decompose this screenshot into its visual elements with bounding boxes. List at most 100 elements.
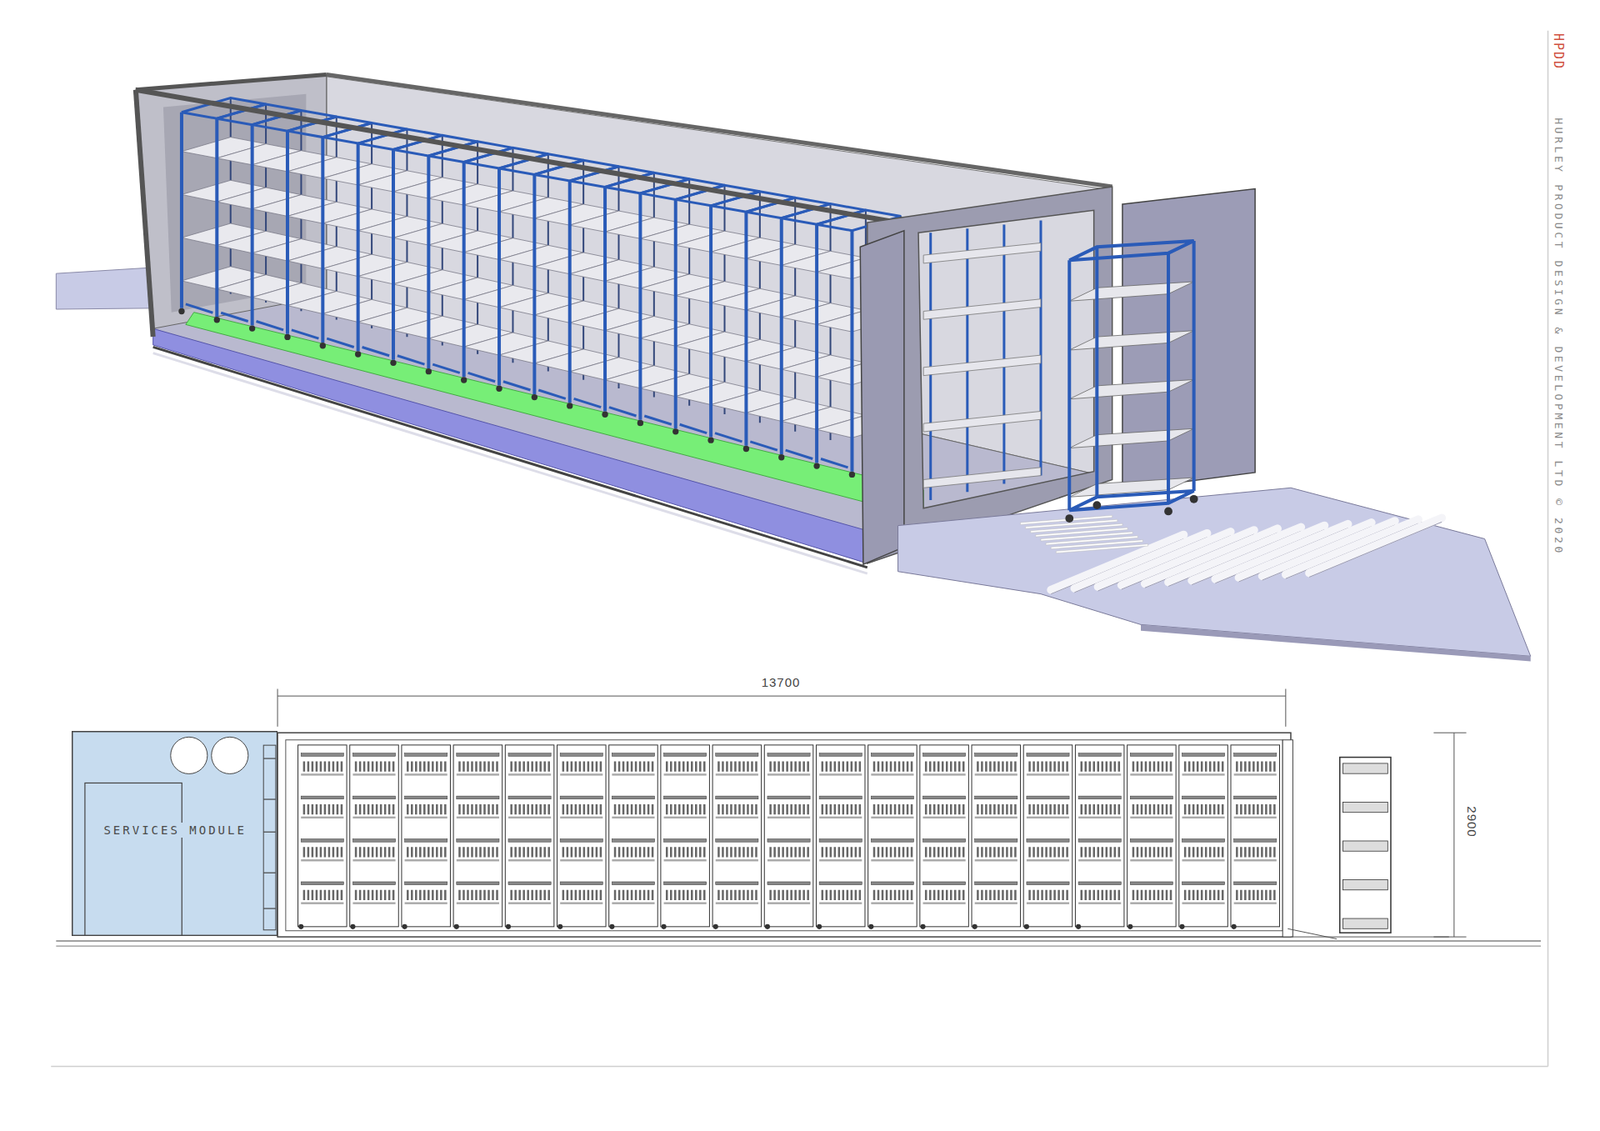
plant-row xyxy=(925,890,964,900)
tray xyxy=(819,816,862,819)
plant-row xyxy=(874,846,912,857)
shelf xyxy=(560,881,603,885)
plant-row xyxy=(1185,846,1223,857)
floor-walkway xyxy=(185,312,924,518)
trolley-tray xyxy=(1069,330,1194,350)
rack-column xyxy=(1075,745,1125,927)
rack-column xyxy=(660,745,710,927)
rack-post xyxy=(391,150,395,360)
trolley-shelf xyxy=(1342,801,1388,812)
service-port xyxy=(263,757,276,759)
plant-row xyxy=(615,760,653,771)
service-port xyxy=(263,830,276,832)
dimension-text: 13700 xyxy=(760,675,803,690)
plant-row xyxy=(1185,890,1223,900)
tray xyxy=(1130,816,1173,819)
shelf xyxy=(715,753,759,757)
tray xyxy=(611,901,655,904)
tray xyxy=(300,773,344,775)
rack-post xyxy=(497,168,501,386)
tray xyxy=(715,859,759,861)
tray xyxy=(923,901,966,904)
slot-plate xyxy=(1050,540,1143,550)
rack-base xyxy=(644,415,672,425)
plant-row xyxy=(1185,804,1223,815)
castor xyxy=(713,924,719,930)
rack-base xyxy=(291,330,320,339)
rack-column xyxy=(505,745,555,927)
frame-line xyxy=(50,1065,1548,1068)
shelf xyxy=(819,839,862,843)
castor xyxy=(460,376,467,383)
tray xyxy=(456,859,500,861)
shelf xyxy=(1078,881,1121,885)
castor xyxy=(425,368,432,375)
rack-base xyxy=(715,433,743,442)
slot-plate xyxy=(1040,531,1133,541)
floor-rail xyxy=(153,328,868,564)
rack-base xyxy=(574,398,602,407)
rack-base xyxy=(820,459,849,468)
castor xyxy=(816,924,822,930)
shelf xyxy=(819,795,862,800)
castor xyxy=(284,334,290,340)
shelf xyxy=(1130,795,1173,800)
rack-post xyxy=(815,224,819,463)
tray xyxy=(405,816,448,819)
tray xyxy=(975,859,1018,861)
plant-row xyxy=(718,846,756,857)
tray xyxy=(870,816,914,819)
tray xyxy=(1078,859,1121,861)
container-door xyxy=(1282,740,1293,937)
shelf xyxy=(1078,753,1121,757)
tray xyxy=(715,773,759,775)
shelf xyxy=(1026,839,1070,843)
tray xyxy=(405,773,448,775)
plant-row xyxy=(770,804,809,815)
dimension-line xyxy=(1453,732,1455,937)
plant-row xyxy=(1185,760,1223,771)
fan-unit xyxy=(210,736,248,774)
shelf xyxy=(923,839,966,843)
trolley-frame xyxy=(1069,490,1194,510)
shelf xyxy=(870,881,914,885)
grow-tray xyxy=(923,355,1041,375)
tray xyxy=(1078,773,1121,775)
rack-column xyxy=(557,745,607,927)
tray xyxy=(923,816,966,819)
plant-row xyxy=(511,890,550,900)
ramp-edge xyxy=(1140,624,1531,661)
plant-row xyxy=(770,846,809,857)
plant-row xyxy=(1133,890,1171,900)
plant-row xyxy=(1236,804,1275,815)
shelf xyxy=(767,753,810,757)
rack-post xyxy=(462,162,466,378)
rack-post xyxy=(744,211,748,445)
tray xyxy=(1130,773,1173,775)
plant-row xyxy=(666,760,705,771)
rack-post xyxy=(709,205,713,438)
plant-row xyxy=(718,804,756,815)
plant-row xyxy=(1236,760,1275,771)
castor xyxy=(868,924,874,930)
tray xyxy=(300,901,344,904)
shelf xyxy=(923,795,966,800)
castor xyxy=(672,428,679,435)
tray xyxy=(819,901,862,904)
shelf xyxy=(560,753,603,757)
container-outline xyxy=(277,732,1291,937)
trolley-post xyxy=(1067,260,1071,510)
dimension-text: 2900 xyxy=(1465,804,1480,839)
tray xyxy=(715,901,759,904)
plant-row xyxy=(304,760,342,771)
shelf xyxy=(767,839,810,843)
plant-row xyxy=(977,760,1015,771)
castor xyxy=(601,411,608,418)
tray xyxy=(1181,773,1225,775)
dimension-line xyxy=(277,695,1286,697)
rack-post xyxy=(320,137,325,343)
plant-row xyxy=(925,846,964,857)
shelf xyxy=(870,753,914,757)
castor xyxy=(849,471,855,478)
